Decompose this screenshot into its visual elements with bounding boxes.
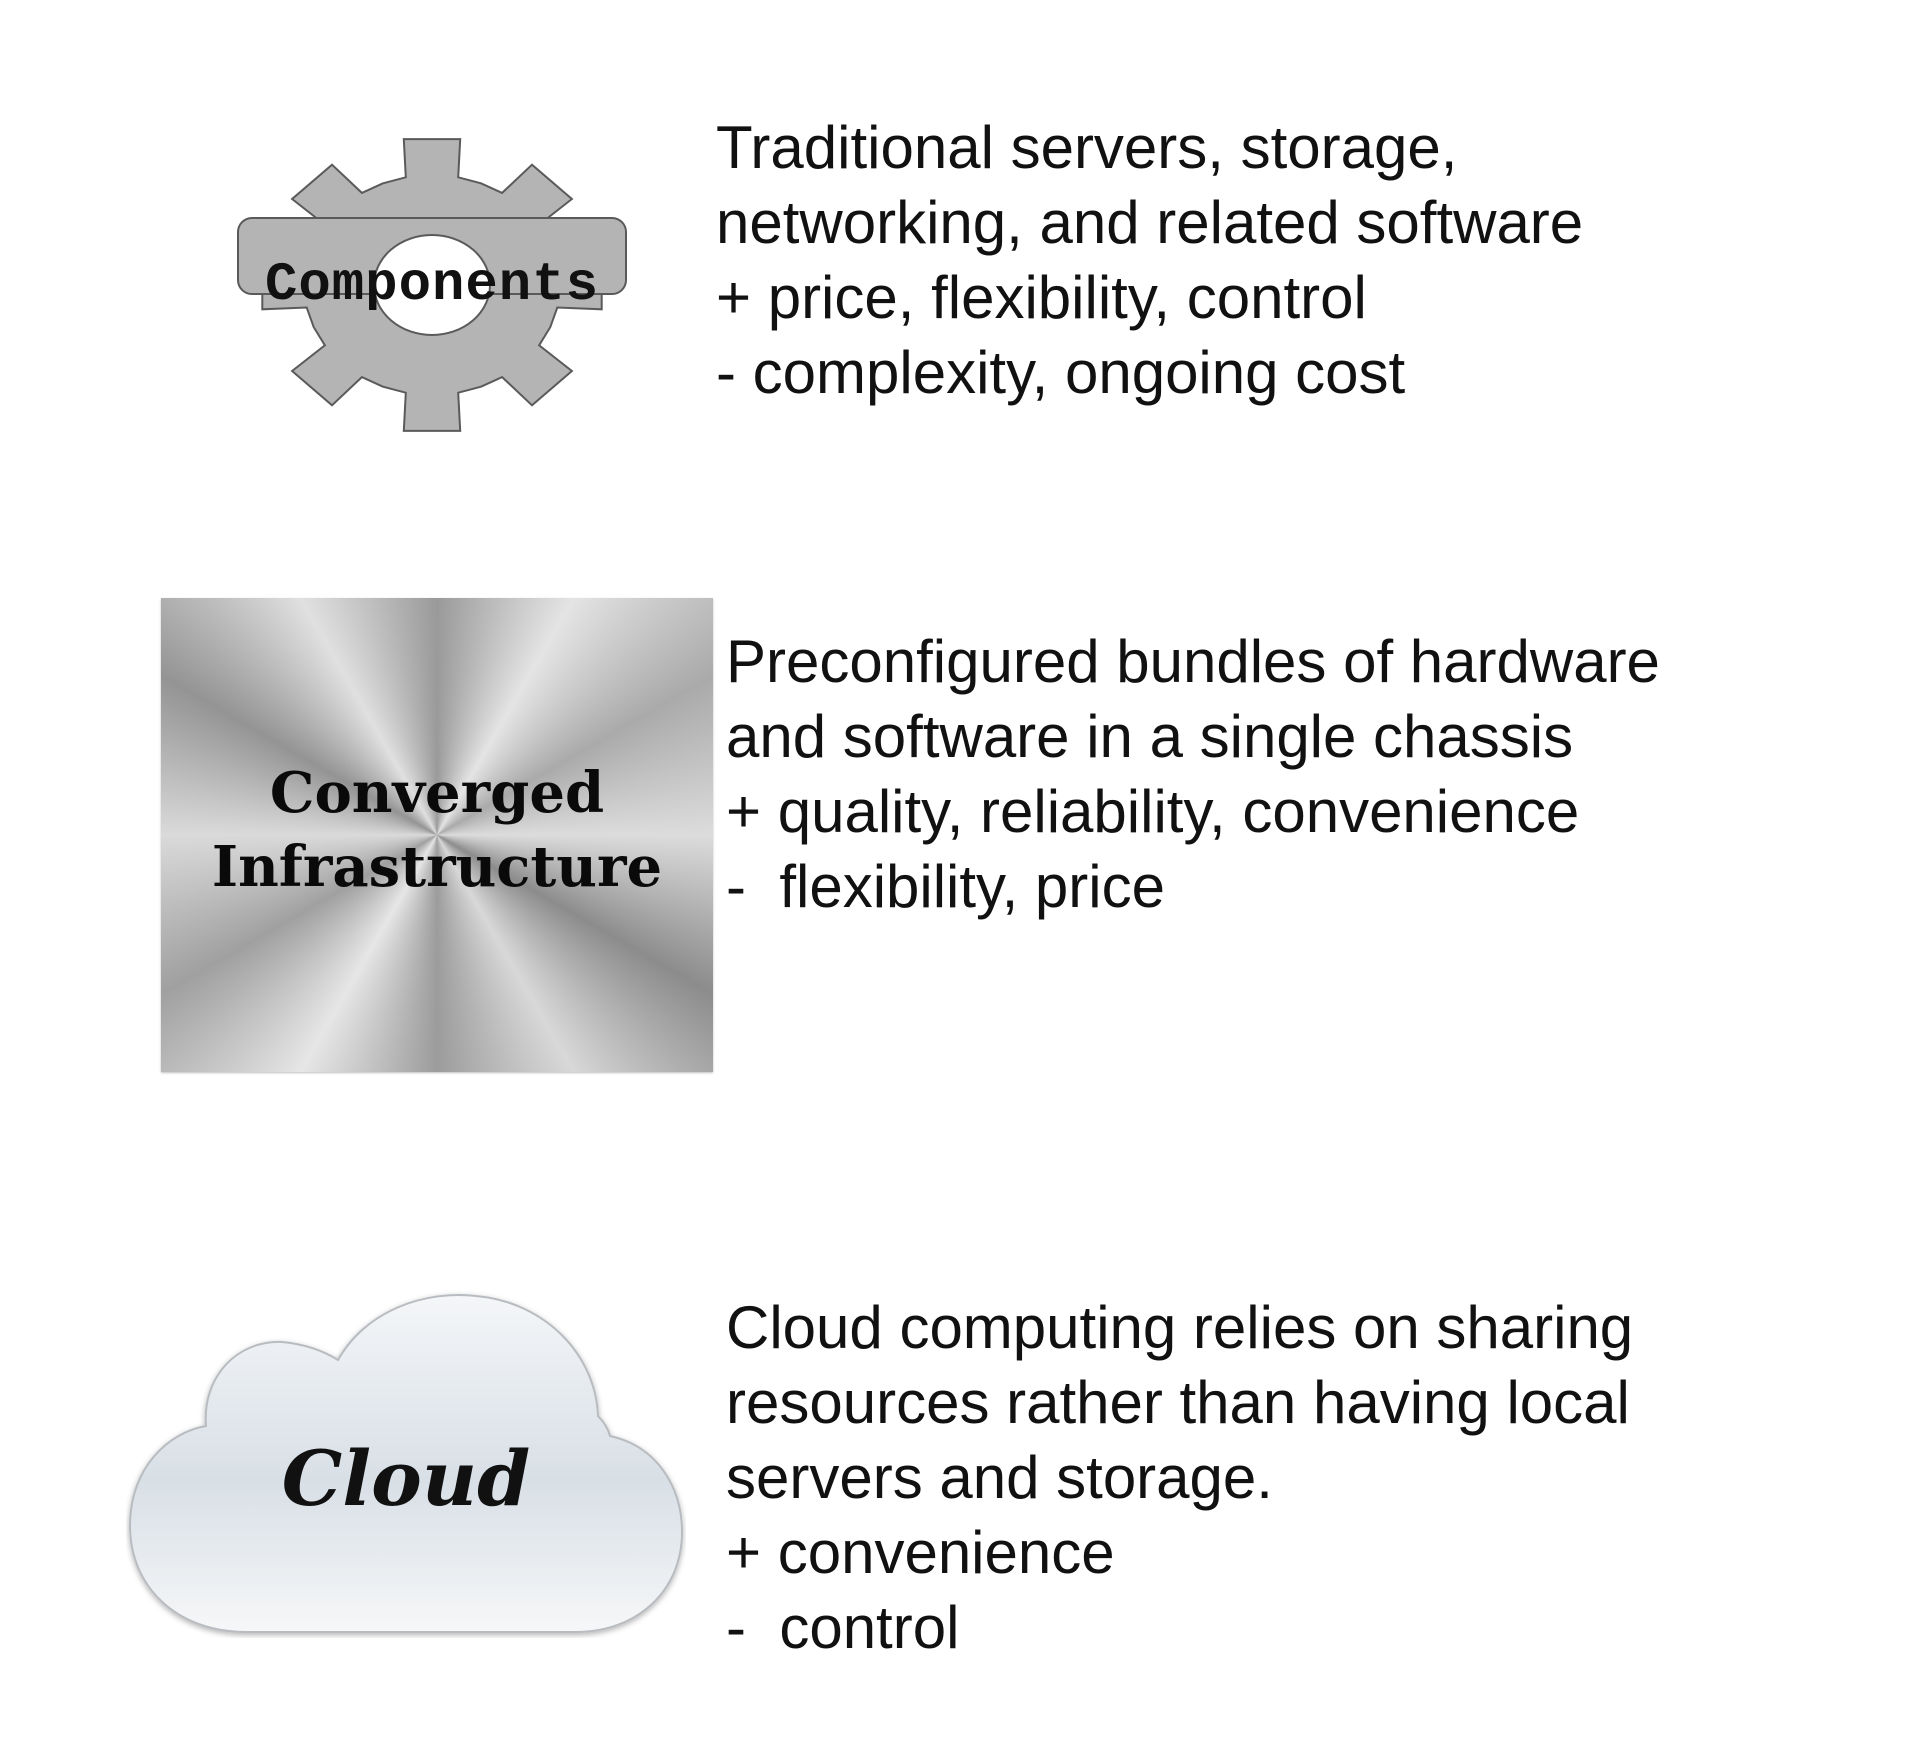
- components-description: Traditional servers, storage, networking…: [716, 110, 1583, 410]
- cloud-line: resources rather than having local: [726, 1369, 1630, 1436]
- converged-infrastructure-label: Converged Infrastructure: [161, 756, 713, 904]
- cloud-icon: [128, 1294, 684, 1633]
- converged-line: Preconfigured bundles of hardware: [726, 628, 1660, 695]
- ci-label-line: Infrastructure: [211, 834, 663, 900]
- converged-cons: - flexibility, price: [726, 853, 1165, 920]
- cloud-label: Cloud: [281, 1434, 531, 1523]
- cloud-graphic: Cloud: [126, 1286, 686, 1638]
- components-line: networking, and related software: [716, 189, 1584, 256]
- converged-description: Preconfigured bundles of hardware and so…: [726, 624, 1660, 924]
- cloud-pros: + convenience: [726, 1519, 1115, 1586]
- converged-line: and software in a single chassis: [726, 703, 1574, 770]
- cloud-cons: - control: [726, 1594, 960, 1661]
- cloud-line: Cloud computing relies on sharing: [726, 1294, 1634, 1361]
- gear-icon: [237, 138, 627, 432]
- ci-label-line: Converged: [269, 760, 605, 826]
- converged-pros: + quality, reliability, convenience: [726, 778, 1580, 845]
- components-cons: - complexity, ongoing cost: [716, 339, 1406, 406]
- converged-infrastructure-graphic: Converged Infrastructure: [161, 598, 713, 1072]
- components-line: Traditional servers, storage,: [716, 114, 1458, 181]
- components-pros: + price, flexibility, control: [716, 264, 1367, 331]
- components-graphic: Components: [236, 110, 628, 460]
- cloud-line: servers and storage.: [726, 1444, 1273, 1511]
- components-label: Components: [264, 255, 600, 316]
- cloud-description: Cloud computing relies on sharing resour…: [726, 1290, 1633, 1665]
